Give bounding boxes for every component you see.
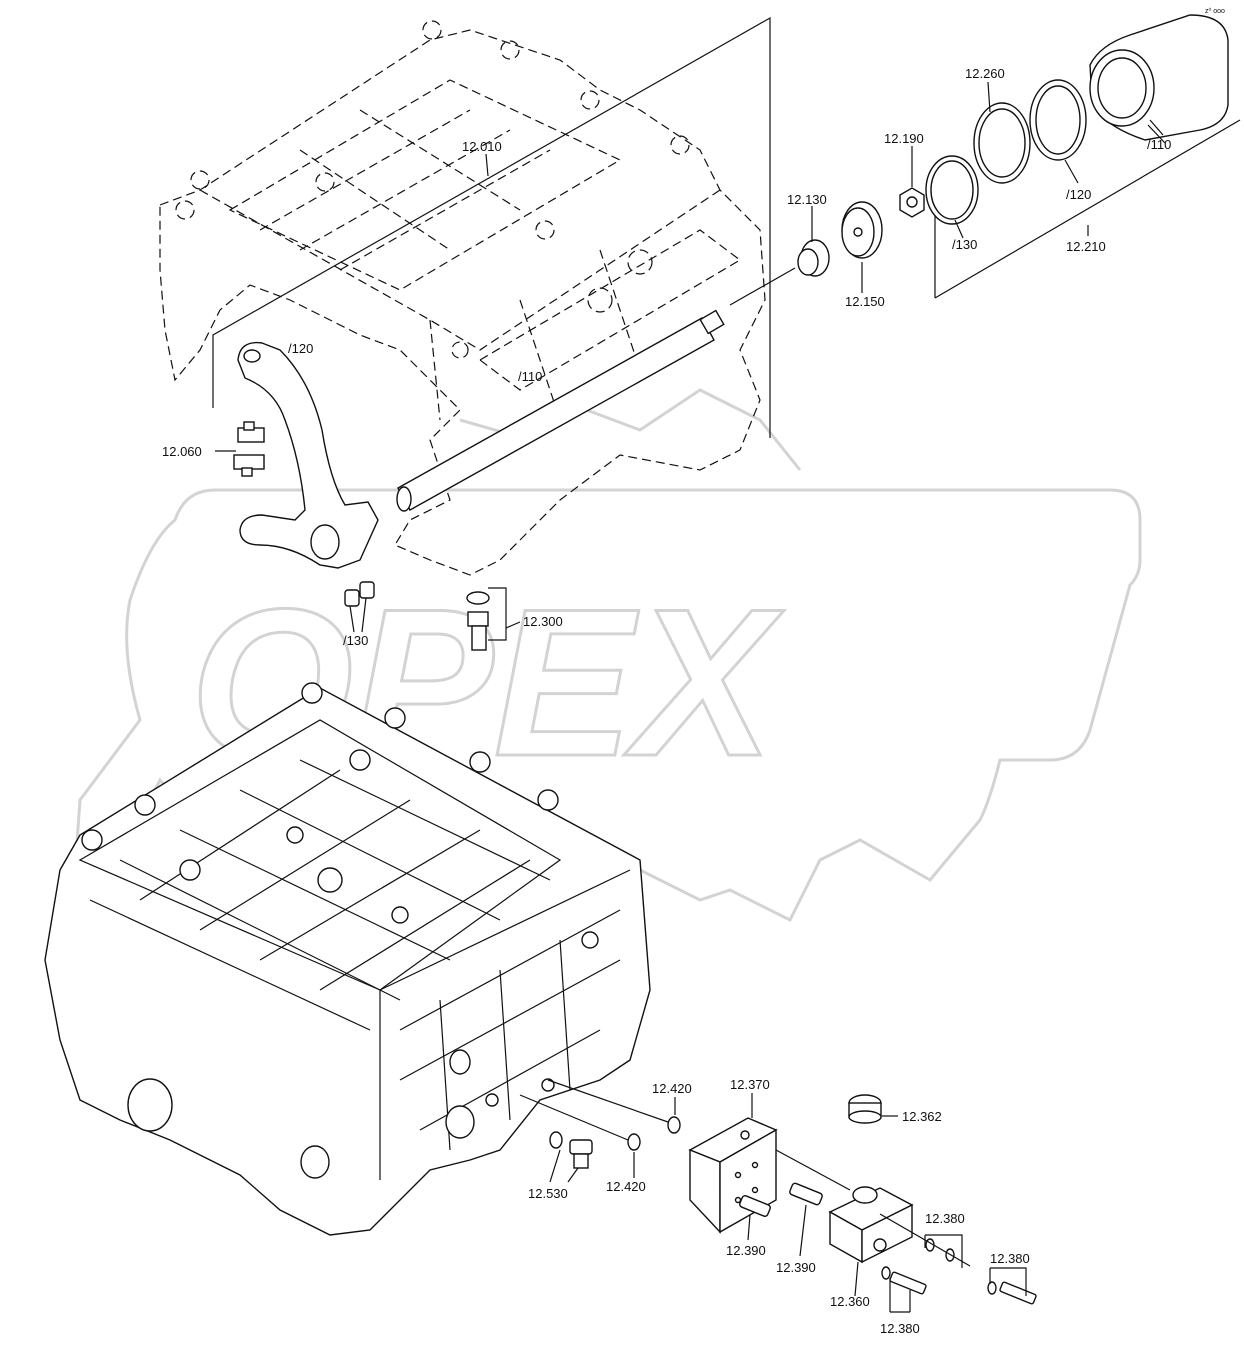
shaft-centerline: [729, 267, 796, 306]
label-12420-top: 12.420: [652, 1081, 692, 1096]
plug-12362: [848, 1094, 882, 1124]
bolts-12380: [881, 1238, 1037, 1305]
screws-12390: [739, 1182, 823, 1217]
label-12060: 12.060: [162, 444, 202, 459]
piston-assembly: [1089, 14, 1229, 144]
solenoid-valve-12360: [828, 1186, 914, 1264]
label-12370: 12.370: [730, 1077, 770, 1092]
label-12260: 12.260: [965, 66, 1005, 81]
lower-housing: [44, 682, 651, 1236]
sliding-blocks-12060: [233, 421, 265, 477]
ring-12260: [973, 102, 1031, 184]
label-110-rod: /110: [518, 369, 542, 384]
ring-120: [1029, 79, 1087, 161]
seal-12130: [797, 239, 830, 277]
label-120-fork: /120: [288, 341, 313, 356]
upper-housing-outline: [159, 20, 766, 576]
label-12210: 12.210: [1066, 239, 1106, 254]
label-12190: 12.190: [884, 131, 924, 146]
piston-12150: [841, 201, 883, 259]
part-labels: 12.010 12.260 12.190 12.130 /110 /120 /1…: [162, 7, 1225, 1336]
label-12380-bottom: 12.380: [880, 1321, 920, 1336]
leader-lines: [215, 81, 1164, 1313]
nut-12190: [899, 187, 925, 218]
shift-rod-110: [396, 309, 725, 512]
label-12300: 12.300: [523, 614, 563, 629]
label-12420-bottom: 12.420: [606, 1179, 646, 1194]
pins-130: [344, 581, 375, 607]
label-12010: 12.010: [462, 139, 502, 154]
label-12530: 12.530: [528, 1186, 568, 1201]
label-130-pins: /130: [343, 633, 368, 648]
label-130-ring: /130: [952, 237, 977, 252]
ring-130: [925, 155, 979, 225]
label-12390-right: 12.390: [776, 1260, 816, 1275]
plug-12530: [549, 1131, 593, 1169]
label-12362: 12.362: [902, 1109, 942, 1124]
switch-12300: [466, 591, 490, 651]
shift-fork-120: [237, 341, 379, 569]
label-12390-left: 12.390: [726, 1243, 766, 1258]
label-12130: 12.130: [787, 192, 827, 207]
label-12150: 12.150: [845, 294, 885, 309]
corner-code: z⁰ ooo: [1205, 7, 1225, 15]
label-120-ring: /120: [1066, 187, 1091, 202]
label-12380-top: 12.380: [925, 1211, 965, 1226]
label-12360: 12.360: [830, 1294, 870, 1309]
label-12380-right: 12.380: [990, 1251, 1030, 1266]
orings-12420: [519, 1079, 681, 1151]
label-110-piston: /110: [1147, 137, 1171, 152]
